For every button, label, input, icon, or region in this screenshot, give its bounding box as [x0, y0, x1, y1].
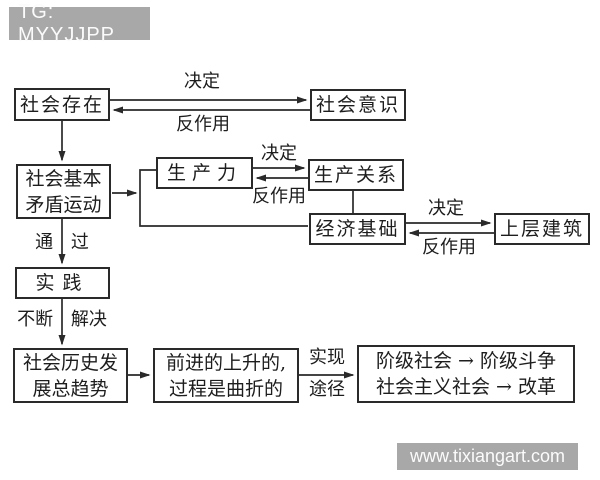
watermark-top-banner: TG: MYYJJPP	[9, 1, 150, 46]
node-class-society-line1: 阶级社会 → 阶级斗争	[376, 350, 556, 372]
node-production-relations: 生产关系	[308, 159, 404, 191]
node-historical-trend: 社会历史发 展总趋势	[13, 348, 128, 403]
node-social-existence: 社会存在	[14, 88, 110, 121]
node-historical-trend-line1: 社会历史发	[22, 351, 118, 374]
node-superstructure: 上层建筑	[494, 213, 590, 245]
node-forward-process-line2: 过程是曲折的	[168, 377, 283, 400]
node-forward-process: 前进的上升的, 过程是曲折的	[153, 348, 299, 403]
node-class-society-line2: 社会主义社会 → 改革	[376, 376, 556, 398]
node-basic-contradiction-line1: 社会基本	[25, 167, 102, 190]
node-social-consciousness: 社会意识	[310, 89, 406, 121]
edge-label-react-forces: 反作用	[252, 186, 306, 207]
edge-label-approach: 途径	[309, 379, 345, 400]
watermark-bottom-text: www.tixiangart.com	[409, 446, 566, 466]
node-basic-contradiction: 社会基本 矛盾运动	[16, 164, 111, 219]
watermark-top-text: TG: MYYJJPP	[18, 0, 116, 46]
node-productive-forces: 生产力	[156, 157, 253, 189]
node-economic-base: 经济基础	[309, 213, 406, 245]
edge-label-through: 通 过	[35, 232, 89, 253]
node-basic-contradiction-line2: 矛盾运动	[25, 193, 102, 216]
node-practice: 实践	[15, 267, 110, 299]
edge-label-constantly-solve: 不断 解决	[17, 309, 107, 330]
edge-label-determine-forces: 决定	[261, 143, 297, 164]
node-historical-trend-line2: 展总趋势	[32, 377, 109, 400]
node-class-society: 阶级社会 → 阶级斗争 社会主义社会 → 改革	[357, 345, 575, 403]
edge-label-determine-base: 决定	[428, 198, 464, 219]
watermark-bottom-banner: www.tixiangart.com	[397, 443, 578, 470]
edge-label-react-existence: 反作用	[176, 114, 230, 135]
edge-label-realize: 实现	[309, 347, 345, 368]
node-forward-process-line1: 前进的上升的,	[165, 351, 287, 374]
edge-label-determine-existence: 决定	[184, 71, 220, 92]
edge-label-react-base: 反作用	[422, 237, 476, 258]
